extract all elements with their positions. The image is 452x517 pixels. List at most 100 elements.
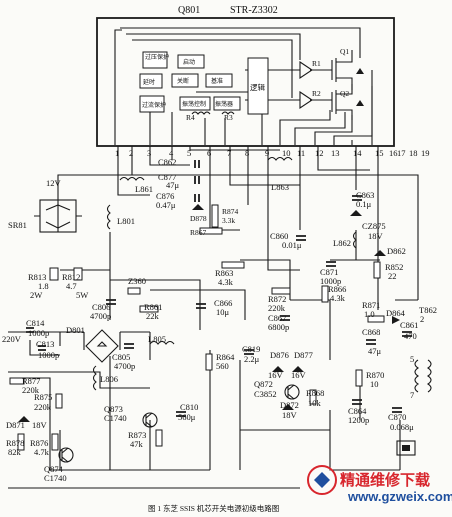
label-r878-value: 82k: [8, 447, 22, 457]
resistor-r878: [17, 433, 25, 451]
resistor-r864: [205, 353, 213, 371]
label-d862: D862: [387, 246, 406, 256]
resistor-r863: [221, 261, 245, 269]
watermark-title: 精通维修下载: [340, 471, 430, 489]
label-r877-value: 220k: [22, 385, 40, 395]
label-r867: R867: [190, 228, 207, 237]
pin-18-label: 18: [409, 148, 418, 158]
label-c805-value: 4700p: [114, 361, 135, 371]
label-c805: C805: [112, 352, 130, 362]
block-overcurrent-label: 过流保护: [142, 101, 166, 109]
label-d876: D876: [270, 350, 289, 360]
diode-d878: [192, 204, 204, 210]
label-d878: D878: [190, 214, 207, 223]
block-overvoltage-label: 过压保护: [145, 53, 169, 61]
resistor-r870: [355, 369, 363, 387]
label-r873: R873: [128, 430, 146, 440]
zener-d877: [292, 366, 304, 372]
inductor-l861: [119, 176, 145, 181]
resistor-r877: [9, 377, 25, 385]
inductor-l863: [267, 156, 293, 161]
label-r868: R868: [306, 388, 324, 398]
label-c860-value: 0.01μ: [282, 240, 302, 250]
label-c861-value: 470: [404, 331, 417, 341]
transformer-primary: [414, 359, 419, 393]
label-c876: C876: [156, 191, 174, 201]
inductor-l801: [106, 204, 111, 230]
label-c3852: C3852: [254, 389, 277, 399]
pin-6-label: 6: [207, 148, 211, 158]
label-r871: R871: [362, 300, 380, 310]
diode-d862: [374, 250, 386, 256]
block-osc-control: [179, 96, 211, 111]
buffer-r1-label: R1: [312, 59, 321, 68]
capacitor-c806: [106, 299, 116, 305]
label-l805: L805: [148, 334, 166, 344]
block-reference-label: 基准: [211, 77, 223, 85]
label-c814-value: 1000p: [28, 328, 49, 338]
connector-block: [396, 440, 416, 456]
label-c813: C813: [36, 339, 54, 349]
label-r812-value: 4.7: [66, 281, 77, 291]
watermark-logo-icon: [307, 465, 337, 495]
zener-d872: [282, 404, 294, 410]
label-r874: R874: [222, 207, 239, 216]
label-c860: C860: [270, 231, 288, 241]
capacitor-c877: [194, 176, 200, 184]
body-diode-icon: [356, 68, 364, 106]
label-r875: R875: [34, 392, 52, 402]
label-c870: C870: [388, 412, 406, 422]
label-node-2: 2: [420, 314, 424, 324]
label-c813-value: 1000p: [38, 350, 59, 360]
label-cz875-value: 18V: [368, 231, 384, 241]
capacitor-c876: [194, 194, 200, 202]
label-q873: Q873: [104, 404, 123, 414]
diode-d864: [392, 316, 400, 324]
relay-sr81: [34, 199, 82, 233]
ic-functional-blocks: 过压保护 启动 延时 关断 基准 过流保护 振荡控制 振荡器 逻辑 R1 R2 …: [139, 47, 364, 122]
pin-2-label: 2: [129, 148, 133, 158]
label-d871-value: 18V: [32, 420, 48, 430]
filter-z360: [127, 287, 141, 295]
label-c864-value: 1200p: [348, 415, 369, 425]
label-c868-value: 47μ: [368, 346, 382, 356]
label-r813: R813: [28, 272, 46, 282]
capacitor-c819: [244, 349, 254, 355]
block-oscillator-label: 振荡器: [215, 100, 233, 108]
label-d877: D877: [294, 350, 313, 360]
watermark-url: www.gzweix.com: [347, 489, 452, 504]
label-c819: C819: [242, 344, 260, 354]
label-d871: D871: [6, 420, 25, 430]
label-r861-value: 22k: [146, 311, 160, 321]
label-c876-value: 0.47μ: [156, 200, 176, 210]
label-d872-value: 18V: [282, 410, 298, 420]
label-q872: Q872: [254, 379, 273, 389]
pin-17-label: 17: [397, 148, 406, 158]
label-c861: C861: [400, 320, 418, 330]
watermark: 精通维修下载 www.gzweix.com: [307, 465, 452, 504]
capacitor-c868: [366, 339, 376, 345]
chip-model: STR-Z3302: [230, 5, 278, 16]
label-c810: C810: [180, 402, 198, 412]
block-latch: [171, 73, 199, 88]
zener-d876: [272, 366, 284, 372]
label-l801: L801: [117, 216, 135, 226]
label-r812: R812: [62, 272, 80, 282]
resistor-r812: [73, 267, 83, 281]
label-q874: Q874: [44, 464, 64, 474]
label-d864: D864: [386, 308, 406, 318]
label-ac-220v: 220V: [2, 334, 22, 344]
resistor-r868: [309, 389, 317, 405]
pin-19-label: 19: [421, 148, 430, 158]
block-timer-label: 延时: [143, 78, 155, 86]
capacitor-c863: [352, 195, 362, 201]
label-c868: C868: [362, 327, 380, 337]
resistor-r861: [139, 305, 159, 313]
pin-3-label: 3: [147, 148, 151, 158]
buffer-r2: [299, 90, 313, 110]
pin-5-label: 5: [187, 148, 191, 158]
resistor-r3-label: R3: [224, 113, 233, 122]
block-osc-control-label: 振荡控制: [182, 100, 206, 108]
resistor-r4-label: R4: [186, 113, 195, 122]
